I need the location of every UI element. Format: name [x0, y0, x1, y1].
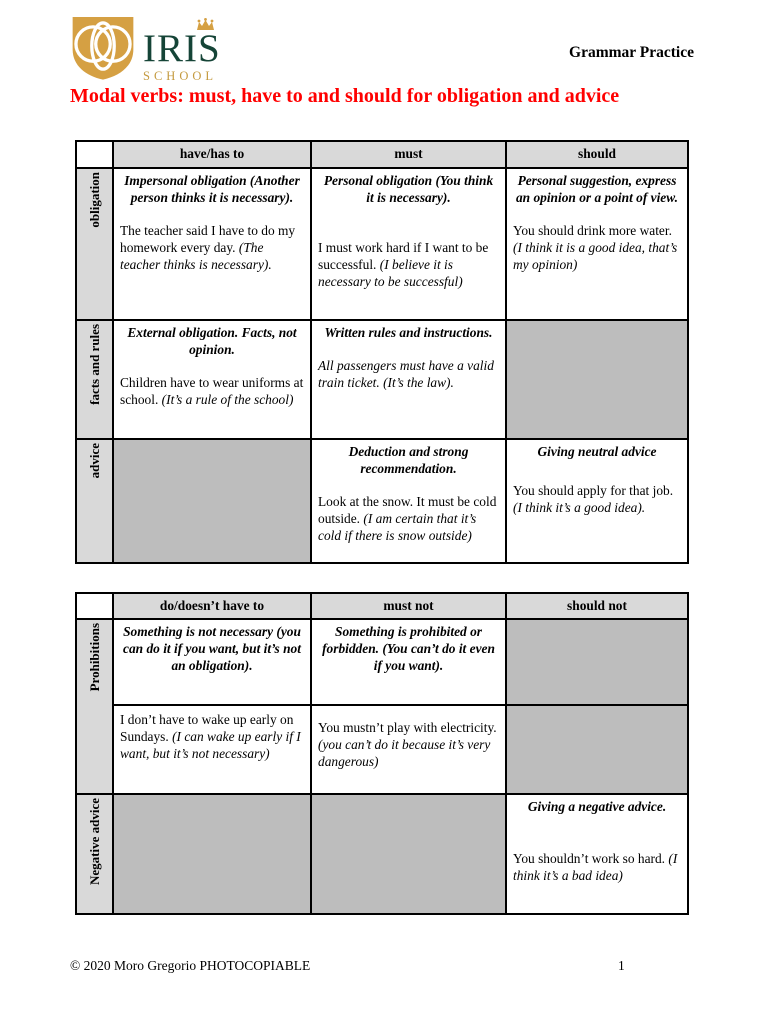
cell-example: You should apply for that job. (I think … [513, 483, 674, 515]
iris-school-logo: IRIS SCHOOL [70, 13, 221, 84]
cell-heading: Personal suggestion, express an opinion … [515, 173, 679, 205]
table-cell: Personal suggestion, express an opinion … [505, 167, 689, 321]
footer-copyright: © 2020 Moro Gregorio PHOTOCOPIABLE [70, 958, 311, 973]
cell-heading: External obligation. Facts, not opinion. [127, 325, 297, 357]
crown-icon [197, 18, 214, 30]
table-cell: Written rules and instructions. All pass… [310, 319, 507, 440]
table-cell: Giving neutral advice You should apply f… [505, 438, 689, 564]
cell-example: Look at the snow. It must be cold outsid… [318, 494, 497, 543]
table-cell: Deduction and strong recommendation. Loo… [310, 438, 507, 564]
column-header-should-not: should not [505, 592, 689, 620]
cell-example: All passengers must have a valid train t… [318, 358, 494, 390]
cell-heading: Something is prohibited or forbidden. (Y… [322, 624, 495, 673]
table-row: I don’t have to wake up early on Sundays… [76, 704, 689, 795]
table-cell: Impersonal obligation (Another person th… [112, 167, 312, 321]
column-header-have-has-to: have/has to [112, 140, 312, 169]
cell-heading: Giving a negative advice. [527, 799, 667, 814]
table-cell: External obligation. Facts, not opinion.… [112, 319, 312, 440]
iris-shield-icon [72, 16, 134, 80]
table-cell: Something is not necessary (you can do i… [112, 618, 312, 706]
cell-example: You should drink more water. (I think it… [513, 223, 678, 272]
logo-subtitle: SCHOOL [143, 69, 218, 83]
cell-heading: Giving neutral advice [537, 444, 657, 459]
cell-heading: Deduction and strong recommendation. [348, 444, 469, 476]
table-row: advice Deduction and strong recommendati… [75, 438, 689, 564]
shaded-empty-cell [505, 319, 689, 440]
table-cell: Personal obligation (You think it is nec… [310, 167, 507, 321]
table-cell: Giving a negative advice. You shouldn’t … [505, 793, 689, 915]
row-label-facts-and-rules: facts and rules [75, 319, 114, 440]
table-obligation-advice: have/has to must should obligation Imper… [75, 140, 689, 564]
column-header-must-not: must not [310, 592, 507, 620]
cell-example: I don’t have to wake up early on Sundays… [120, 712, 301, 761]
cell-example: I must work hard if I want to be success… [318, 240, 489, 289]
table-corner-spacer [75, 592, 114, 620]
page-number: 1 [618, 958, 625, 973]
header-right-label: Grammar Practice [569, 44, 694, 61]
table-header-row: have/has to must should [75, 140, 689, 169]
column-header-must: must [310, 140, 507, 169]
table-header-row: do/doesn’t have to must not should not [75, 592, 689, 620]
cell-example: The teacher said I have to do my homewor… [120, 223, 296, 272]
table-prohibitions-negative-advice: do/doesn’t have to must not should not P… [75, 592, 689, 915]
cell-heading: Something is not necessary (you can do i… [123, 624, 301, 673]
shaded-empty-cell [112, 793, 312, 915]
page-footer: © 2020 Moro Gregorio PHOTOCOPIABLE 1 [70, 958, 702, 974]
table-row: facts and rules External obligation. Fac… [75, 319, 689, 440]
table-row: obligation Impersonal obligation (Anothe… [75, 167, 689, 321]
table-row: Prohibitions Something is not necessary … [75, 618, 689, 795]
page-title: Modal verbs: must, have to and should fo… [70, 85, 620, 107]
column-header-should: should [505, 140, 689, 169]
shaded-empty-cell [505, 704, 689, 795]
cell-heading: Impersonal obligation (Another person th… [124, 173, 300, 205]
shaded-empty-cell [310, 793, 507, 915]
cell-example: You mustn’t play with electricity. (you … [318, 720, 497, 769]
table-row: Negative advice Giving a negative advice… [75, 793, 689, 915]
cell-heading: Written rules and instructions. [324, 325, 493, 340]
cell-example: You shouldn’t work so hard. (I think it’… [513, 851, 678, 883]
cell-example: Children have to wear uniforms at school… [120, 375, 304, 407]
table-cell: Something is prohibited or forbidden. (Y… [310, 618, 507, 706]
table-cell: I don’t have to wake up early on Sundays… [112, 704, 312, 795]
column-header-do-doesnt-have-to: do/doesn’t have to [112, 592, 312, 620]
row-label-prohibitions: Prohibitions [75, 618, 114, 795]
shaded-empty-cell [112, 438, 312, 564]
row-label-obligation: obligation [75, 167, 114, 321]
row-label-advice: advice [75, 438, 114, 564]
logo-text: IRIS SCHOOL [143, 13, 221, 84]
table-cell: You mustn’t play with electricity. (you … [310, 704, 507, 795]
table-corner-spacer [75, 140, 114, 169]
cell-heading: Personal obligation (You think it is nec… [323, 173, 494, 205]
shaded-empty-cell [505, 618, 689, 706]
logo-title: IRIS [143, 27, 221, 70]
row-label-negative-advice: Negative advice [75, 793, 114, 915]
